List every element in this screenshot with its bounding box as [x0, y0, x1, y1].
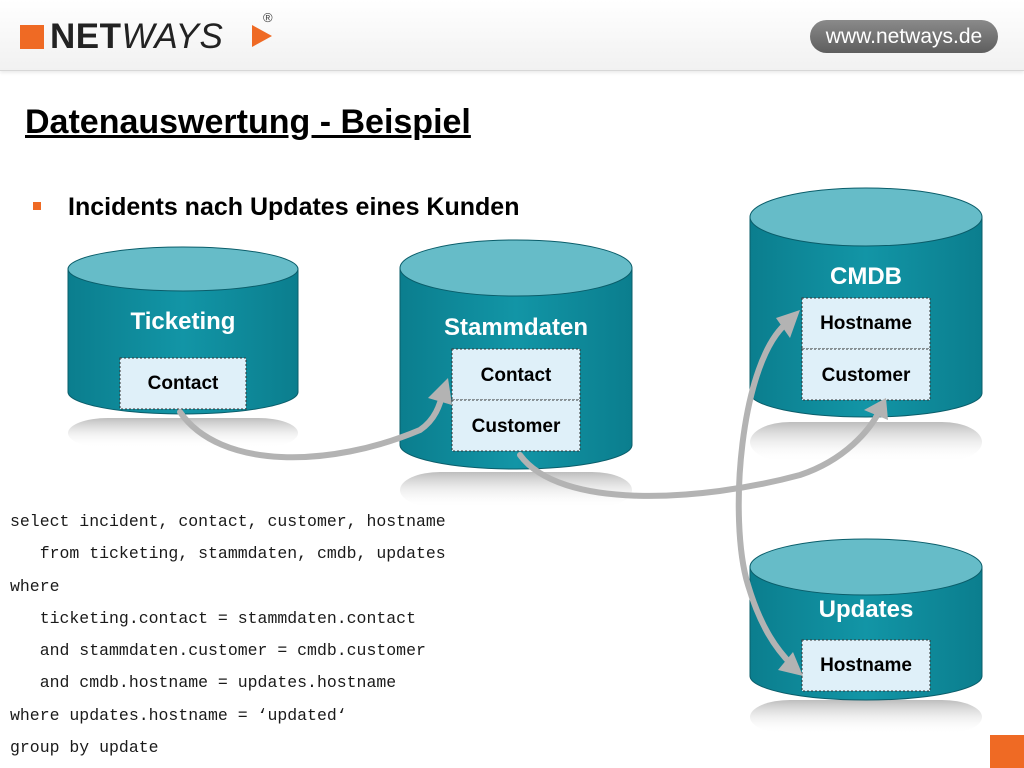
sql-line: and cmdb.hostname = updates.hostname — [10, 673, 397, 693]
join-arrows — [177, 319, 883, 668]
logo-play-arrow-icon — [252, 25, 272, 47]
slide-title: Datenauswertung - Beispiel — [25, 103, 471, 141]
corner-accent — [990, 735, 1024, 768]
sql-line: ticketing.contact = stammdaten.contact — [10, 608, 416, 628]
sql-line: select incident, contact, customer, host… — [10, 512, 446, 531]
stammdaten-reflection — [400, 472, 632, 508]
arrow-head-cmdb — [864, 398, 888, 420]
arrow-ticketing-to-stammdaten — [177, 389, 446, 461]
cmdb-field-box-1 — [801, 297, 931, 350]
sql-line: group by update — [10, 738, 159, 758]
ticketing-field-box — [119, 357, 247, 410]
cmdb-label: CMDB — [830, 263, 902, 290]
logo-square-icon — [20, 25, 44, 49]
stammdaten-database: Stammdaten Contact Customer — [399, 239, 633, 508]
stammdaten-field-box-1 — [451, 348, 581, 401]
cmdb-cylinder-top — [749, 187, 983, 247]
cmdb-reflection — [750, 422, 982, 462]
sql-line: from ticketing, stammdaten, cmdb, update… — [10, 544, 446, 564]
ticketing-label: Ticketing — [131, 308, 236, 335]
website-url: www.netways.de — [810, 20, 998, 53]
sql-query: select incident, contact, customer, host… — [10, 506, 446, 764]
ticketing-field-contact: Contact — [148, 373, 219, 394]
arrow-head-stammdaten — [428, 378, 452, 405]
header-bar: NETWAYS ® www.netways.de — [0, 0, 1024, 71]
stammdaten-field-contact: Contact — [481, 365, 552, 386]
cmdb-field-hostname: Hostname — [820, 313, 912, 334]
cmdb-field-box-2 — [801, 348, 931, 401]
ticketing-reflection — [68, 418, 298, 448]
bullet-square-icon — [33, 202, 41, 210]
ticketing-cylinder-top — [67, 246, 299, 292]
stammdaten-field-customer: Customer — [472, 416, 561, 437]
arrow-head-updates — [778, 652, 803, 676]
arrow-cmdb-to-updates — [735, 319, 795, 668]
updates-field-hostname: Hostname — [820, 655, 912, 676]
updates-cylinder-top — [749, 538, 983, 596]
sql-line: and stammdaten.customer = cmdb.customer — [10, 641, 426, 661]
arrow-heads — [428, 310, 888, 676]
arrow-stammdaten-to-cmdb — [517, 407, 883, 499]
updates-field-box — [801, 639, 931, 692]
updates-reflection — [750, 700, 982, 734]
sql-line: where updates.hostname = ‘updated‘ — [10, 705, 347, 725]
ticketing-database: Ticketing Contact — [67, 246, 299, 448]
logo-light-text: WAYS — [121, 17, 224, 56]
cmdb-database: CMDB Hostname Customer — [749, 187, 983, 462]
logo-bold-text: NET — [50, 17, 122, 56]
stammdaten-field-box-2 — [451, 399, 581, 452]
sql-line: where — [10, 576, 60, 596]
updates-database: Updates Hostname — [749, 538, 983, 734]
arrow-head-cmdb-hostname — [776, 310, 800, 338]
registered-mark: ® — [263, 10, 273, 25]
bullet-text: Incidents nach Updates eines Kunden — [68, 193, 520, 221]
updates-label: Updates — [819, 596, 914, 623]
cmdb-field-customer: Customer — [822, 365, 911, 386]
stammdaten-cylinder-top — [399, 239, 633, 297]
stammdaten-label: Stammdaten — [444, 314, 588, 341]
logo-wordmark: NETWAYS — [50, 17, 223, 57]
